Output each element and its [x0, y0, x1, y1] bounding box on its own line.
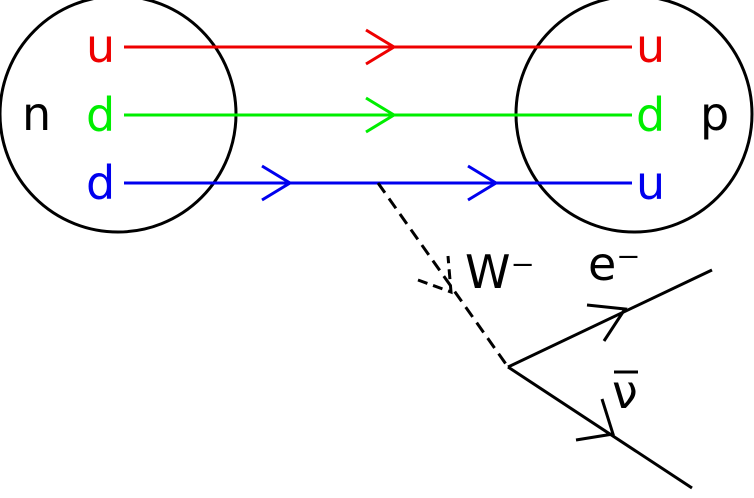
electron-label: e⁻ [588, 237, 641, 291]
neutron-quark-3: d [86, 156, 115, 210]
electron-line [507, 268, 713, 369]
antineutrino-line [507, 365, 693, 490]
quark-d-arrow-incoming [261, 164, 293, 202]
proton-quark-2: d [636, 88, 665, 142]
w-boson-label: W⁻ [465, 245, 535, 299]
antineutrino-arrow [575, 398, 615, 442]
proton-quark-1: u [636, 19, 665, 73]
neutron-quark-1: u [86, 19, 115, 73]
antineutrino-label: ν [612, 365, 638, 419]
proton-label: p [700, 87, 729, 141]
electron-arrow [586, 303, 628, 342]
quark-u-arrow [365, 28, 397, 66]
neutron-quark-2: d [86, 88, 115, 142]
w-boson-arrow [417, 255, 453, 295]
proton-quark-3: u [636, 156, 665, 210]
neutron-label: n [22, 87, 51, 141]
quark-d-arrow [365, 96, 397, 134]
quark-u-arrow-outgoing [467, 164, 499, 202]
